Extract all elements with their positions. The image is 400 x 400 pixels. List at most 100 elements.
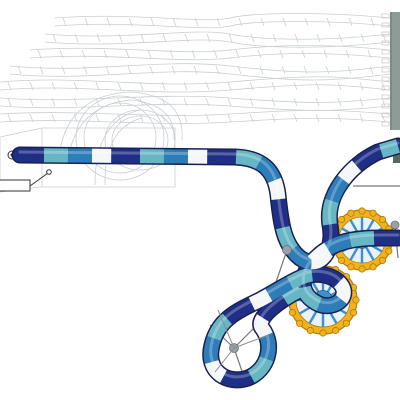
sketch-band-tick [347, 65, 352, 75]
sketch-band-tick [193, 65, 198, 75]
sketch-band-tick [337, 113, 342, 123]
sketch-band-tick [117, 113, 122, 123]
wheel-rim-bump [369, 263, 377, 271]
sketch-band-line [0, 117, 391, 124]
wheel-rim-bump [385, 247, 393, 255]
sketch-connector [381, 121, 390, 127]
sketch-band-tick [338, 33, 343, 43]
sketch-band-tick [216, 17, 221, 27]
sketch-band-tick [29, 113, 34, 123]
sketch-band-tick [169, 49, 174, 59]
sketch-band-tick [96, 33, 101, 43]
callout-box-icon [0, 169, 52, 192]
sketch-band-tick [51, 81, 56, 91]
sketch-connector [381, 67, 390, 73]
sketch-band-tick [359, 97, 364, 107]
wheel-rim-bump [352, 296, 360, 304]
sketch-band-tick [359, 81, 364, 91]
slide-tube-highlight [18, 141, 400, 379]
sketch-band-tick [162, 33, 167, 43]
sketch-band-tick [260, 17, 265, 27]
sketch-band-tick [259, 65, 264, 75]
loop-spokes [214, 309, 269, 373]
sketch-band-tick [161, 97, 166, 107]
wheel-rim-bump [288, 309, 297, 317]
sketch-band-tick [369, 65, 374, 75]
sketch-band-tick [237, 65, 242, 75]
sketch-bands [0, 13, 391, 127]
sketch-band-tick [250, 33, 255, 43]
pivot-node-icon [390, 220, 400, 230]
sketch-band-tick [315, 113, 320, 123]
sketch-band-tick [7, 81, 12, 91]
sketch-connector [381, 58, 390, 64]
wheel-rim-bump [358, 207, 366, 215]
sketch-band-tick [147, 49, 152, 59]
wheel-rim-bump [378, 256, 387, 265]
sketch-band-tick [294, 33, 299, 43]
wheel-rim-bump [358, 265, 366, 273]
sketch-band-tick [183, 113, 188, 123]
sketch-band-tick [337, 81, 342, 91]
wheel-rim-bump [332, 326, 340, 335]
wheel-rim-bump [369, 209, 377, 217]
sketch-band-tick [303, 65, 308, 75]
sketch-band-tick [73, 113, 78, 123]
sketch-band-tick [205, 113, 210, 123]
sketch-band-tick [238, 17, 243, 27]
sketch-band-tick [106, 17, 111, 27]
slide-tube-stripe-teal [19, 139, 400, 387]
sketch-band-tick [95, 81, 100, 91]
sketch-connector [381, 94, 390, 100]
sketch-band-tick [271, 81, 276, 91]
sketch-band-tick [172, 17, 177, 27]
sketch-band-tick [184, 33, 189, 43]
sketch-band-tick [171, 65, 176, 75]
sketch-band-line [0, 84, 391, 93]
sketch-band-line [0, 109, 391, 116]
sketch-band-tick [301, 49, 306, 59]
sketch-band-tick [29, 97, 34, 107]
sketch-band-tick [249, 113, 254, 123]
sketch-band-tick [272, 33, 277, 43]
sketch-band-tick [367, 49, 372, 59]
wheel-rim-bump [296, 319, 304, 327]
sketch-band-line [9, 71, 391, 81]
sketch-band-tick [117, 97, 122, 107]
sketch-band-tick [51, 113, 56, 123]
sketch-band-line [44, 39, 391, 48]
wheel-rim-bump [306, 326, 314, 335]
sketch-band-tick [326, 17, 331, 27]
sketch-band-line [0, 103, 391, 111]
sketch-band-tick [337, 97, 342, 107]
wheel-rim-bump [319, 329, 327, 337]
sketch-band-tick [105, 65, 110, 75]
sketch-band-tick [161, 81, 166, 91]
sketch-band-tick [293, 113, 298, 123]
sketch-band-tick [249, 97, 254, 107]
sketch-band-tick [227, 113, 232, 123]
sketch-band-tick [39, 65, 44, 75]
sketch-connector [381, 76, 390, 82]
sketch-band-tick [118, 33, 123, 43]
sketch-band-tick [117, 81, 122, 91]
sketch-connector [381, 103, 390, 109]
sketch-band-tick [140, 33, 145, 43]
sketch-band-tick [7, 97, 12, 107]
sketch-band-tick [59, 49, 64, 59]
slide-tube [11, 137, 400, 389]
slide-tube-stripe-blue [19, 139, 400, 387]
wheel-rim-bump [378, 215, 387, 224]
sketch-band-tick [52, 33, 57, 43]
sketch-band-tick [194, 17, 199, 27]
sketch-band-tick [293, 81, 298, 91]
sketch-connector [381, 112, 390, 118]
sketch-band-tick [360, 33, 365, 43]
sketch-band-tick [325, 65, 330, 75]
sketch-band-tick [315, 97, 320, 107]
sketch-band-tick [37, 49, 42, 59]
sketch-band-tick [73, 97, 78, 107]
sketch-band-tick [206, 33, 211, 43]
sketch-band-tick [228, 33, 233, 43]
sketch-connector [381, 13, 390, 19]
